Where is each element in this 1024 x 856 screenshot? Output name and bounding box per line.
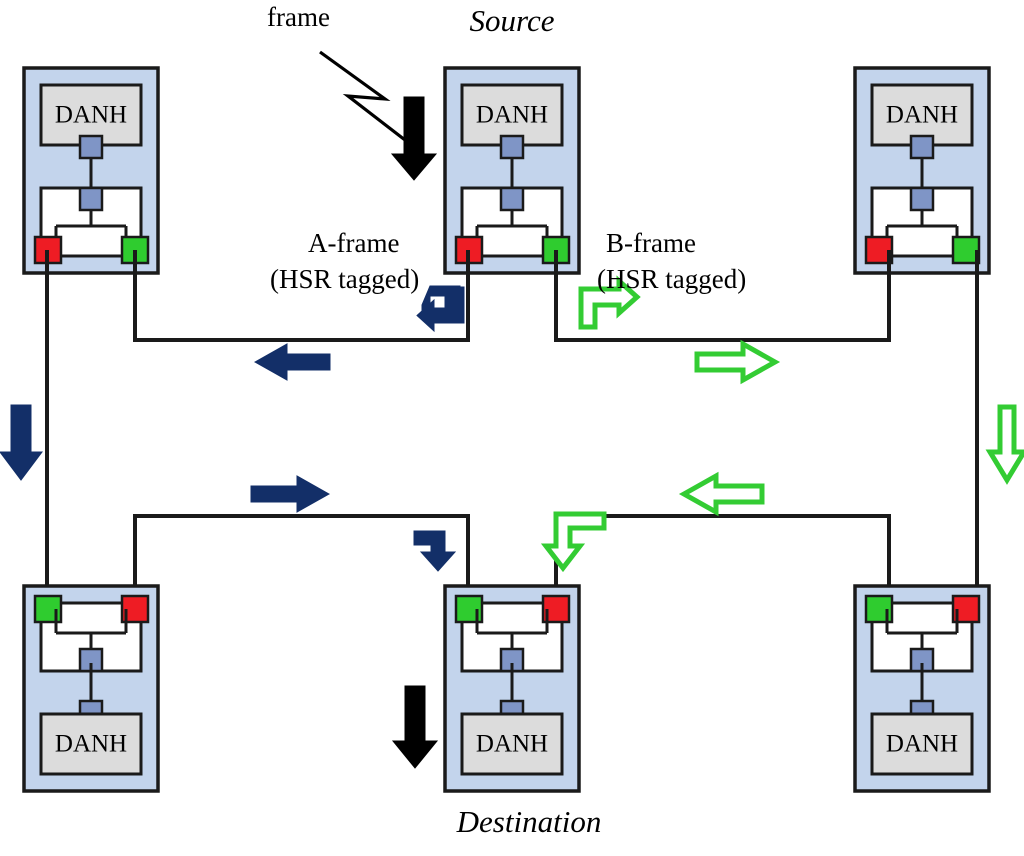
danh-label: DANH: [886, 102, 958, 129]
a-frame-left-down-arrow-icon[interactable]: [0, 404, 43, 481]
a-frame-bottom-right-arrow-icon[interactable]: [250, 475, 331, 513]
danh-box: [870, 712, 974, 776]
switch-internal-bus: [54, 210, 128, 250]
danh-label: DANH: [55, 102, 127, 129]
switch-internal-bus: [475, 210, 549, 250]
danh-box: [870, 83, 974, 147]
danh-interface-port: [499, 134, 525, 160]
node-top-left[interactable]: DANH: [22, 66, 160, 275]
link-source-to-topright: [554, 268, 891, 342]
danh-interface-port: [909, 134, 935, 160]
b-frame-elbow-top-arrow-shape[interactable]: [578, 275, 641, 330]
a-frame-top-left-arrow-icon[interactable]: [253, 343, 331, 381]
link-bottomleft-to-destination: [133, 514, 470, 588]
danh-box: [39, 712, 143, 776]
danh-label: DANH: [886, 731, 958, 758]
danh-interface-port: [78, 134, 104, 160]
a-frame-elbow-top-arrow-shape[interactable]: [416, 286, 465, 333]
danh-label: DANH: [55, 731, 127, 758]
switch-uplink-port: [78, 186, 104, 212]
node-top-right[interactable]: DANH: [853, 66, 991, 275]
b-frame-top-right-arrow-icon[interactable]: [694, 339, 781, 385]
switch-internal-bus: [885, 609, 959, 649]
switch-uplink-port: [499, 186, 525, 212]
node-bottom-center-destination[interactable]: DANH: [443, 584, 581, 793]
switch-uplink-port: [909, 186, 935, 212]
a-frame-elbow-bottom-arrow-shape[interactable]: [413, 530, 457, 572]
frame-leader-line: [319, 50, 406, 142]
danh-label: DANH: [476, 731, 548, 758]
switch-internal-bus: [885, 210, 959, 250]
link-topleft-to-source: [133, 268, 470, 342]
frame-injection-arrow-icon: [390, 96, 438, 181]
node-top-center-source[interactable]: DANH: [443, 66, 581, 275]
frame-delivery-arrow-icon: [391, 685, 439, 769]
danh-label: DANH: [476, 102, 548, 129]
b-frame-elbow-bottom-arrow-shape[interactable]: [540, 511, 607, 573]
switch-internal-bus: [54, 609, 128, 649]
b-frame-right-down-arrow-icon[interactable]: [985, 404, 1024, 485]
switch-internal-bus: [475, 609, 549, 649]
danh-box: [460, 712, 564, 776]
ring-links: [45, 268, 979, 588]
b-frame-bottom-left-arrow-icon[interactable]: [678, 471, 765, 517]
node-bottom-left[interactable]: DANH: [22, 584, 160, 793]
node-bottom-right[interactable]: DANH: [853, 584, 991, 793]
